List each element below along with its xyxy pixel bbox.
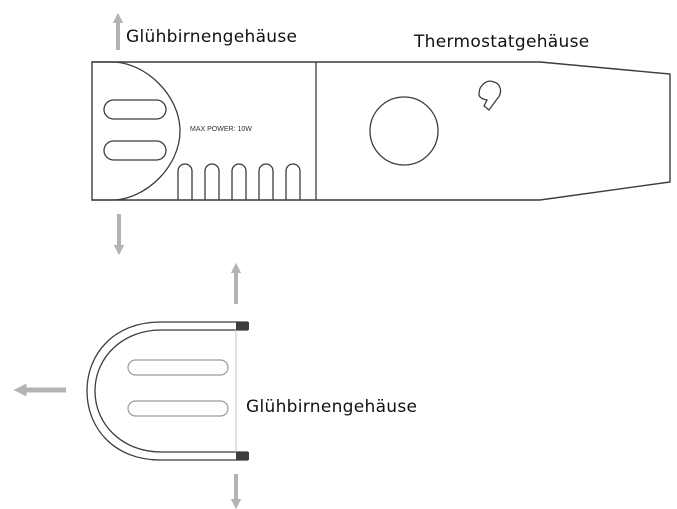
vent-fin bbox=[177, 163, 193, 200]
vent-slot bbox=[103, 140, 167, 161]
vent-slot bbox=[127, 400, 229, 417]
bulb-housing-cap bbox=[92, 61, 181, 201]
bulb-housing-end-top bbox=[236, 322, 249, 330]
bulb-housing-shell-outer bbox=[86, 321, 248, 461]
vent-fin bbox=[285, 163, 301, 200]
top-assembly: MAX POWER: 10W bbox=[91, 61, 671, 201]
bulb-housing-label-bottom: Glühbirnengehäuse bbox=[246, 397, 417, 417]
keyhole-icon bbox=[478, 80, 502, 111]
thermostat-knob bbox=[369, 96, 439, 166]
bulb-housing-detached bbox=[86, 321, 249, 461]
vent-slot bbox=[127, 359, 229, 376]
bulb-housing-label-top: Glühbirnengehäuse bbox=[126, 27, 297, 47]
thermostat-housing-label: Thermostatgehäuse bbox=[413, 32, 590, 52]
vent-slot bbox=[103, 99, 167, 120]
thermostat-housing-body bbox=[91, 61, 671, 201]
bulb-housing-shell-inner bbox=[94, 329, 248, 453]
vent-fin bbox=[231, 163, 247, 200]
max-power-label: MAX POWER: 10W bbox=[190, 126, 252, 133]
bulb-housing-end-bottom bbox=[236, 452, 249, 460]
vent-fin bbox=[258, 163, 274, 200]
vent-fin bbox=[204, 163, 220, 200]
